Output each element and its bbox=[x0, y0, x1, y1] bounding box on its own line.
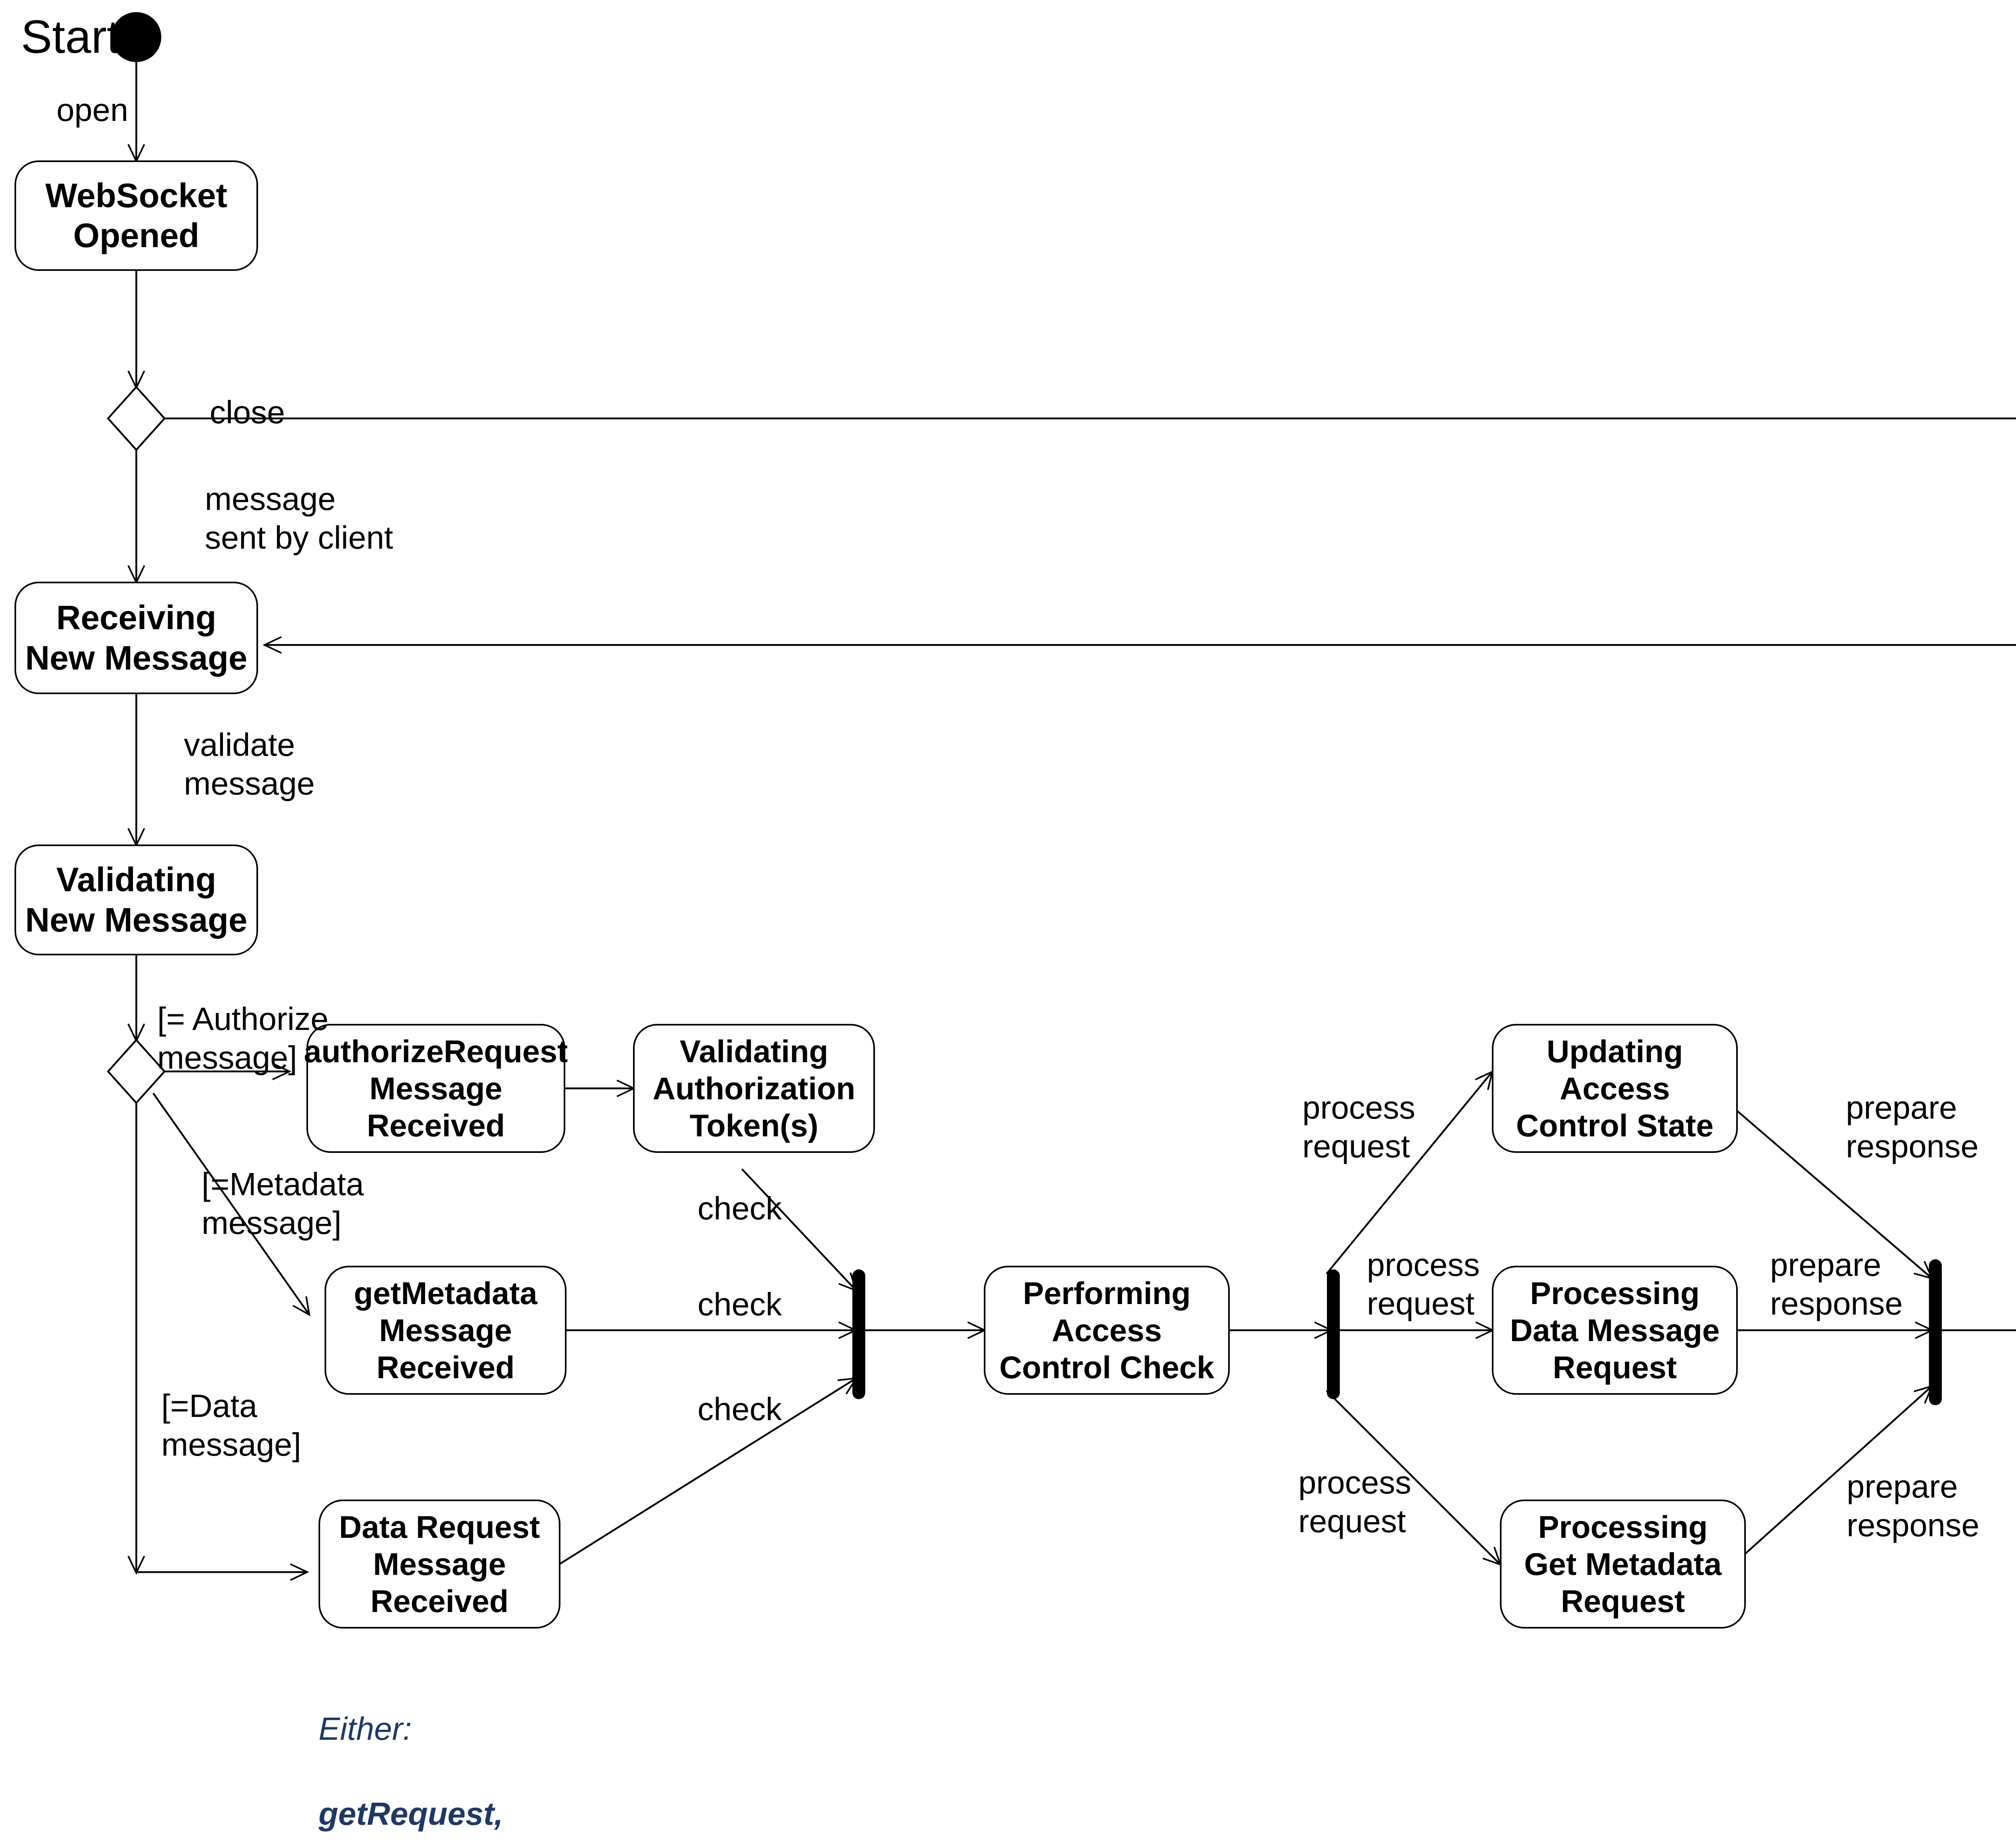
transition-label-check-metadata: check bbox=[698, 1286, 782, 1322]
state-authorize-request-message-received[interactable]: authorizeRequest Message Received bbox=[304, 1024, 568, 1153]
state-websocket-opened[interactable]: WebSocket Opened bbox=[15, 160, 258, 271]
transition-label-validate-message: validate message bbox=[184, 727, 315, 801]
state-get-metadata-message-received[interactable]: getMetadata Message Received bbox=[325, 1266, 566, 1395]
state-processing-get-metadata-request[interactable]: Processing Get Metadata Request bbox=[1500, 1500, 1746, 1629]
transition-label-check-auth: check bbox=[698, 1190, 782, 1226]
transition-label-prepare-response-top: prepare response bbox=[1846, 1090, 1979, 1164]
state-validating-new-message[interactable]: Validating New Message bbox=[15, 844, 258, 955]
state-validating-authorization-tokens[interactable]: Validating Authorization Token(s) bbox=[633, 1024, 875, 1153]
transition-label-message-sent-by-client: message sent by client bbox=[205, 481, 393, 555]
transition-label-close-top: close bbox=[210, 394, 285, 430]
state-receiving-new-message[interactable]: Receiving New Message bbox=[15, 582, 258, 694]
transition-label-prepare-response-bottom: prepare response bbox=[1847, 1469, 1980, 1543]
transition-label-process-request-top: process request bbox=[1302, 1090, 1416, 1164]
transition-label-guard-metadata: [=Metadata message] bbox=[202, 1166, 364, 1241]
transition-label-prepare-response-mid: prepare response bbox=[1770, 1247, 1903, 1321]
transition-label-guard-data: [=Data message] bbox=[161, 1388, 301, 1462]
transition-label-process-request-bottom: process request bbox=[1298, 1464, 1412, 1539]
note-intro: Either: bbox=[319, 1710, 412, 1747]
transition-label-open: open bbox=[56, 92, 128, 128]
note-item-get-request: getRequest, bbox=[319, 1795, 503, 1832]
state-processing-data-message-request[interactable]: Processing Data Message Request bbox=[1492, 1266, 1738, 1395]
state-performing-access-control-check[interactable]: Performing Access Control Check bbox=[984, 1266, 1230, 1395]
transition-label-check-data: check bbox=[698, 1391, 782, 1427]
state-updating-access-control-state[interactable]: Updating Access Control State bbox=[1492, 1024, 1738, 1153]
transition-label-guard-authorize: [= Authorize message] bbox=[157, 1001, 329, 1075]
note-data-request-message-types: Either: getRequest, setRequest, subscrib… bbox=[319, 1665, 649, 1845]
transition-label-process-request-mid: process request bbox=[1367, 1247, 1480, 1321]
start-node-label: Start bbox=[21, 10, 120, 63]
state-data-request-message-received[interactable]: Data Request Message Received bbox=[319, 1500, 560, 1629]
start-node-circle bbox=[111, 12, 161, 62]
